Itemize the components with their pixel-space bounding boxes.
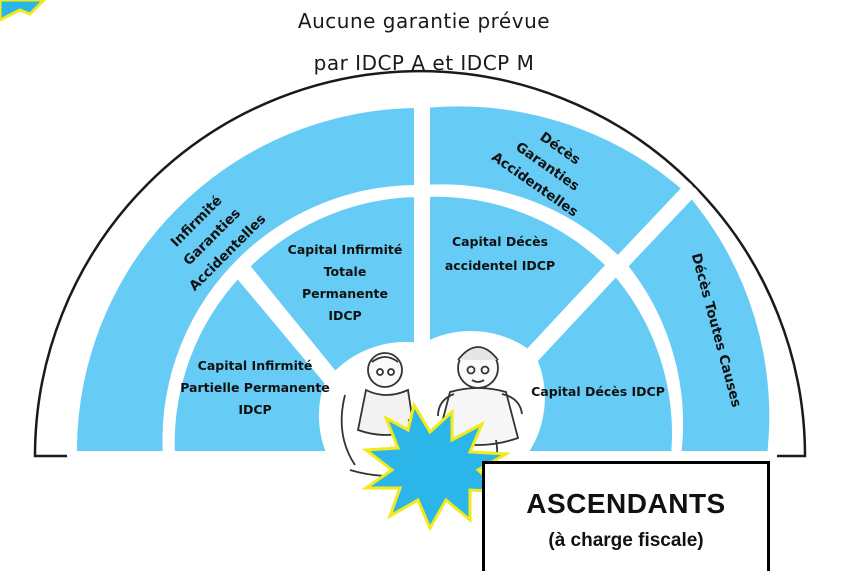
svg-text:Permanente: Permanente [302,286,388,301]
label-capital-deces: Capital Décès IDCP [531,384,665,399]
svg-text:Totale: Totale [324,264,367,279]
segment-capital-infirmite-totale [239,187,424,383]
svg-text:Capital Infirmité: Capital Infirmité [288,242,403,257]
label-capital-infirmite-totale: Capital Infirmité Totale Permanente IDCP [288,242,403,323]
label-capital-deces-accidentel: Capital Décès accidentel IDCP [445,234,555,273]
svg-text:IDCP: IDCP [238,402,271,417]
svg-text:IDCP: IDCP [328,308,361,323]
ascendants-title: ASCENDANTS [526,488,726,519]
svg-text:accidentel IDCP: accidentel IDCP [445,258,555,273]
svg-text:Capital Infirmité: Capital Infirmité [198,358,313,373]
segment-deces-toutes-causes [617,187,780,461]
title-line-1: Aucune garantie prévue [298,9,550,33]
impact-starburst-icon [361,401,512,532]
label-capital-infirmite-partielle: Capital Infirmité Partielle Permanente I… [180,358,330,417]
ascendants-box: ASCENDANTS (à charge fiscale) [482,461,770,571]
title-line-2: par IDCP A et IDCP M [314,51,535,75]
svg-text:Capital Décès: Capital Décès [452,234,548,249]
segment-capital-infirmite-partielle [164,267,338,461]
corner-starburst-icon [0,0,47,22]
segment-capital-deces-accidentel [420,186,617,360]
svg-text:Partielle Permanente: Partielle Permanente [180,380,330,395]
segment-capital-deces [515,265,682,461]
ascendants-subtitle: (à charge fiscale) [548,530,704,551]
